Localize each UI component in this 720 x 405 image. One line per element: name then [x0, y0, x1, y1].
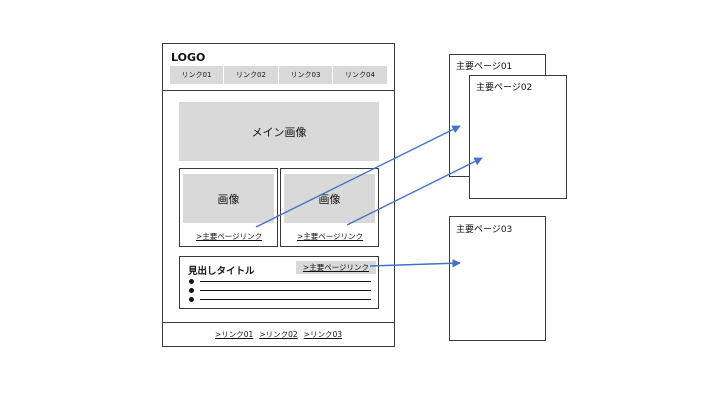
nav-link-02[interactable]: リンク02 [224, 66, 278, 84]
footer-link-01[interactable]: >リンク01 [215, 330, 254, 339]
card-2-image-placeholder: 画像 [284, 174, 375, 223]
page-02-box: 主要ページ02 [469, 75, 567, 199]
card-1-image-label: 画像 [217, 192, 240, 206]
footer-link-02[interactable]: >リンク02 [259, 330, 298, 339]
footer-link-03[interactable]: >リンク03 [303, 330, 342, 339]
bullet-3-line [200, 299, 371, 300]
bullet-1-dot [189, 279, 194, 284]
bullet-3-dot [189, 297, 194, 302]
page-02-title: 主要ページ02 [476, 83, 533, 93]
page-03-box: 主要ページ03 [449, 216, 546, 341]
section-box: 見出しタイトル >主要ページリンク [179, 256, 379, 309]
page-03-title: 主要ページ03 [456, 225, 513, 235]
page-01-title: 主要ページ01 [456, 62, 513, 72]
bullet-2-line [200, 290, 371, 291]
main-image-label: メイン画像 [251, 125, 307, 139]
nav-link-01[interactable]: リンク01 [170, 66, 223, 84]
wireframe-page: LOGO リンク01 リンク02 リンク03 リンク04 メイン画像 画像 >主… [162, 43, 395, 347]
section-main-page-link[interactable]: >主要ページリンク [296, 261, 376, 274]
main-image-placeholder: メイン画像 [179, 102, 379, 161]
footer: >リンク01 >リンク02 >リンク03 [163, 323, 394, 346]
nav-bar: リンク01 リンク02 リンク03 リンク04 [170, 66, 387, 84]
card-1-image-placeholder: 画像 [183, 174, 274, 223]
header-divider [163, 90, 394, 91]
card-2-image-label: 画像 [318, 192, 341, 206]
nav-link-03[interactable]: リンク03 [279, 66, 332, 84]
card-2-main-page-link[interactable]: >主要ページリンク [297, 232, 364, 241]
bullet-2-dot [189, 288, 194, 293]
bullet-1-line [200, 281, 371, 282]
card-1-main-page-link[interactable]: >主要ページリンク [196, 232, 263, 241]
header: LOGO リンク01 リンク02 リンク03 リンク04 [163, 44, 394, 90]
section-heading: 見出しタイトル [188, 266, 255, 277]
card-1: 画像 >主要ページリンク [179, 168, 278, 247]
footer-divider [163, 322, 394, 323]
nav-link-04[interactable]: リンク04 [333, 66, 387, 84]
logo: LOGO [171, 51, 206, 64]
card-2: 画像 >主要ページリンク [280, 168, 379, 247]
